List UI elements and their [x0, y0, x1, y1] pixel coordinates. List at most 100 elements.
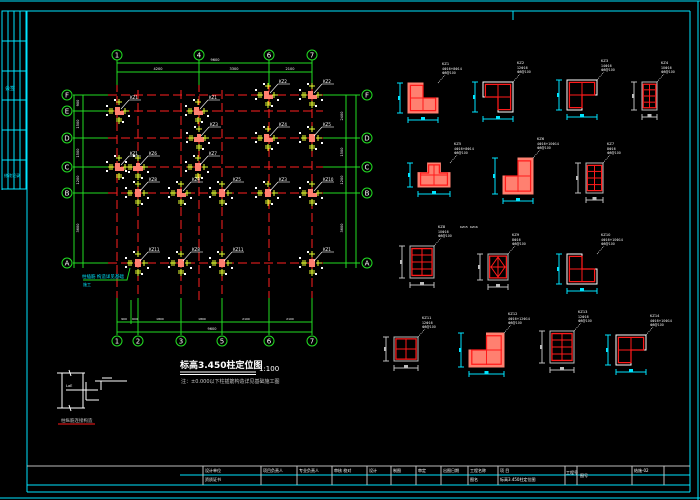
dim-value-mark	[125, 187, 127, 189]
strip-label-countersign: 会签	[5, 85, 15, 92]
dim-value-mark	[315, 273, 317, 275]
column-marker: KZ7	[185, 151, 220, 180]
column-label: KZ2	[323, 79, 331, 84]
bottom-axis-label-6: 6	[267, 338, 272, 346]
axis-label-B: B	[65, 190, 70, 198]
label-leader	[199, 99, 209, 110]
column-marker: KZ9	[168, 177, 203, 206]
bottom-dim-text: 600	[132, 317, 138, 321]
dim-value-mark	[147, 197, 149, 199]
column-shape	[308, 91, 317, 99]
stirrup	[411, 247, 433, 277]
bottom-axis-bubble-6	[263, 335, 275, 347]
title-block-cell: 审核 校对	[334, 467, 351, 473]
section-hoop-spec: Φ8@100	[422, 325, 436, 329]
section-rebar-spec: 14Φ16	[601, 64, 612, 68]
column-label: KZ11	[149, 247, 160, 252]
column-marker: KZ5	[299, 122, 334, 151]
dim-value-mark	[209, 257, 211, 259]
dim-value-mark	[580, 288, 584, 291]
section-label: KZ11	[422, 316, 431, 320]
column-marker: KZ1	[185, 95, 220, 124]
column-shape	[195, 163, 201, 171]
label-leader	[269, 126, 279, 137]
axis-label-right-A: A	[365, 260, 370, 268]
dim-value-mark	[190, 197, 192, 199]
title-block-cell: 工程号	[566, 469, 578, 475]
dim-value-mark	[201, 121, 203, 123]
dim-value-mark	[557, 267, 560, 271]
column-shape	[178, 259, 184, 267]
dim-value-mark	[106, 114, 108, 116]
dim-value-mark	[147, 267, 149, 269]
bottom-axis-bubble-2	[132, 335, 144, 347]
dim-value-mark	[484, 371, 489, 374]
axis-label-right-F: F	[365, 92, 369, 100]
label-leader	[512, 73, 521, 83]
dim-value-mark	[263, 126, 265, 128]
column-marker: KZ10	[299, 177, 334, 206]
column-label: KZ4	[279, 122, 287, 127]
dim-value-mark	[193, 99, 195, 101]
title-row-label: 资质证书	[205, 476, 221, 482]
section-rebar-spec: 4Φ16+10Φ14	[650, 319, 672, 323]
column-marker: KZ1	[106, 95, 141, 124]
axis-bubble-B	[61, 187, 73, 199]
drawing-border	[1, 10, 691, 493]
label-leader	[182, 251, 192, 262]
drawing-title: 标高3.450柱定位图	[179, 359, 262, 371]
dim-value-mark	[168, 266, 170, 268]
note-leader	[83, 267, 131, 281]
dim-value-mark	[133, 251, 135, 253]
axis-label-right-D: D	[364, 135, 369, 143]
section-label: KZ13	[578, 310, 587, 314]
column-label: KZ8	[149, 177, 157, 182]
dim-value-mark	[271, 203, 273, 205]
column-shape	[264, 134, 273, 142]
section-label: KZ3	[601, 59, 608, 63]
axis-bubble-right-A	[361, 257, 373, 269]
label-leader	[449, 154, 458, 164]
bottom-axis-bubble-5	[216, 335, 228, 347]
dim-value-mark	[255, 196, 257, 198]
section-rebar-spec: 4Φ16+8Φ14	[442, 67, 462, 71]
label-leader	[573, 322, 582, 332]
dim-value-mark	[207, 171, 209, 173]
column-marker: KZ3	[255, 177, 290, 206]
title-block-cell: 制图	[393, 467, 401, 473]
dim-value-mark	[277, 142, 279, 144]
section-hoop-spec: Φ8@100	[601, 242, 615, 246]
section-rebar-spec: 12Φ16	[578, 315, 589, 319]
label-leader	[656, 73, 665, 83]
section-rebar-spec: 10Φ16	[661, 66, 672, 70]
splice-detail	[57, 369, 127, 412]
axis-label-right-B: B	[365, 190, 370, 198]
dim-value-mark	[225, 203, 227, 205]
section-rebar-spec: 8Φ16	[607, 147, 616, 151]
column-marker: KZ2	[299, 79, 334, 108]
dim-value-mark	[168, 187, 170, 189]
column-label: KZ3	[210, 122, 218, 127]
title-block-cell: 出图日期	[443, 467, 459, 473]
axis-bubble-F	[61, 89, 73, 101]
dim-value-mark	[133, 155, 135, 157]
stirrup	[586, 164, 603, 192]
right-dim-text: 3600	[340, 224, 344, 233]
dim-value-mark	[122, 121, 124, 123]
dim-value-mark	[114, 155, 116, 157]
dim-value-mark	[263, 181, 265, 183]
axis-bubble-right-F	[361, 89, 373, 101]
section-label: KZ1	[442, 62, 449, 66]
column-marker: KZ4	[255, 122, 290, 151]
column-shape	[309, 134, 315, 142]
section-rebar-spec: 4Φ16+12Φ14	[508, 317, 530, 321]
column-marker: KZ5	[209, 177, 244, 206]
dim-value-mark	[299, 98, 301, 100]
